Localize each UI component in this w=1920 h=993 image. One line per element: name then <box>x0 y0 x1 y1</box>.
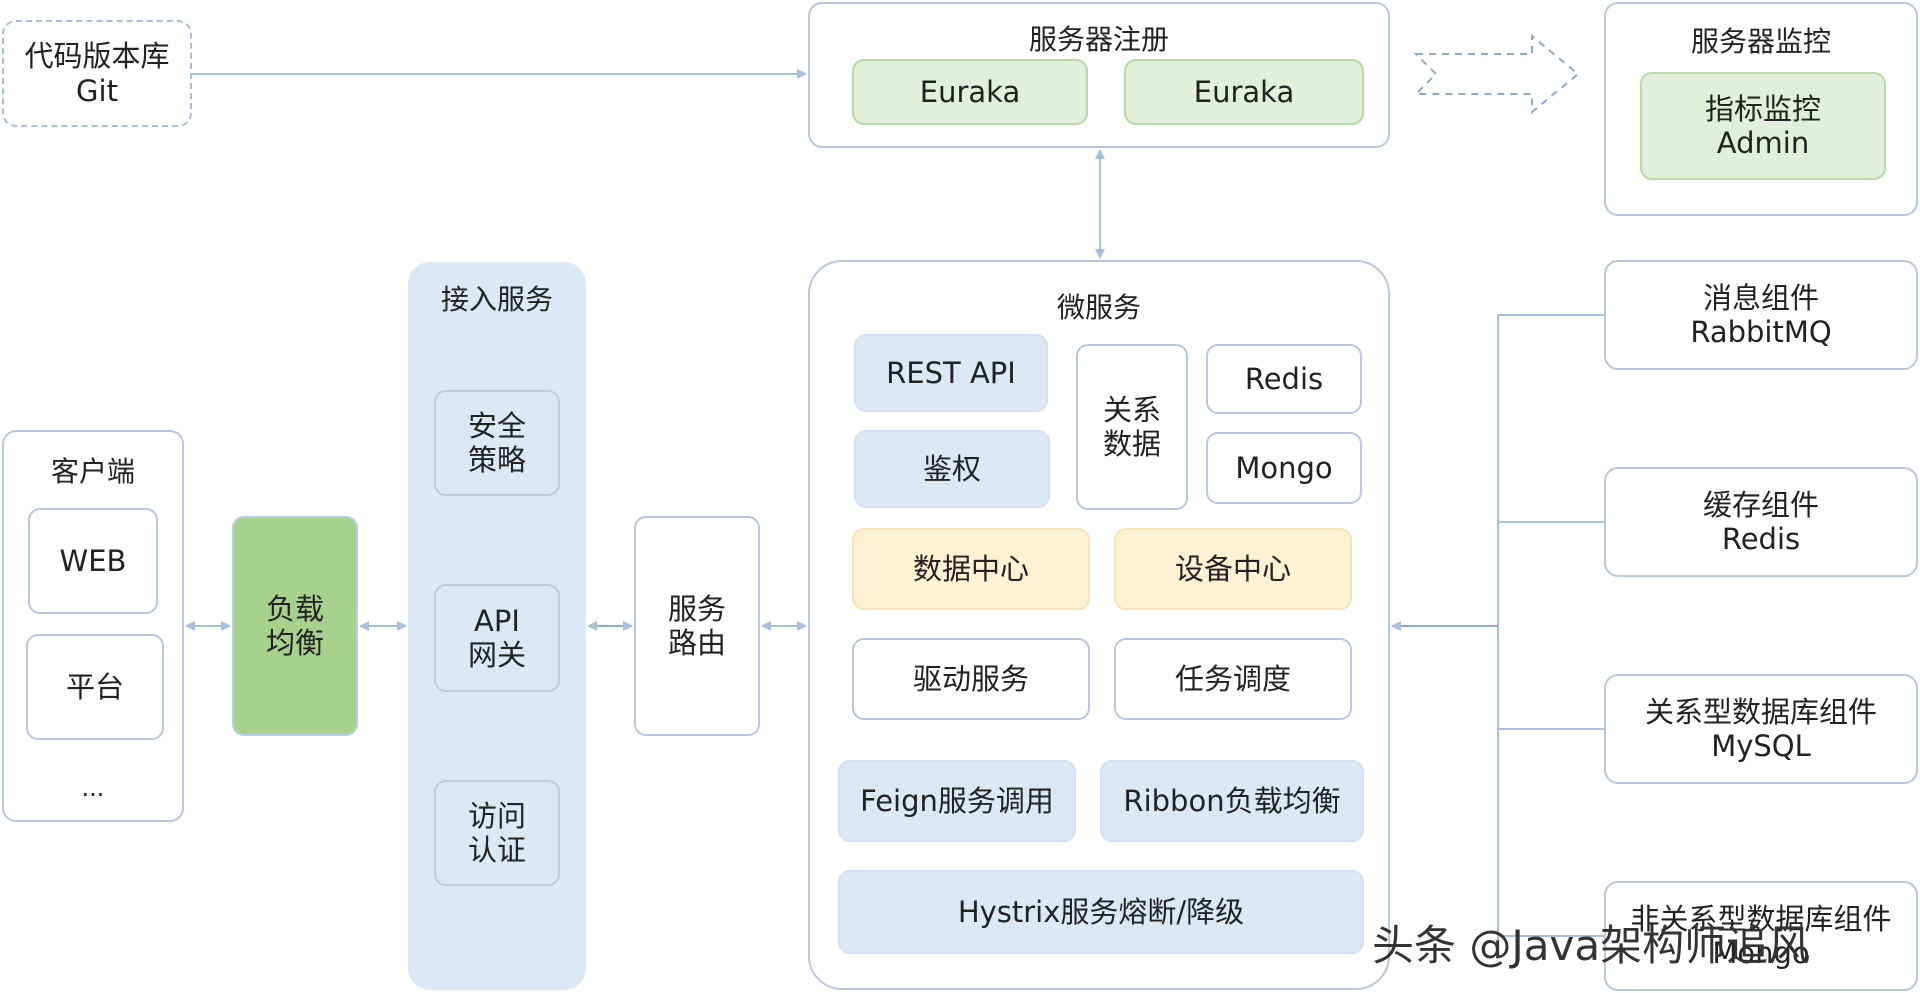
nosql-component-tech: Mongo <box>1712 936 1810 970</box>
metrics-monitor-label: 指标监控 <box>1704 91 1821 126</box>
api-gateway-line1: API <box>474 603 520 638</box>
service-routing-box[interactable]: 服务 路由 <box>634 516 760 736</box>
code-repo-box[interactable]: 代码版本库 Git <box>2 20 192 127</box>
cache-component-tech: Redis <box>1721 522 1801 556</box>
client-title: 客户端 <box>50 455 135 488</box>
eureka-node-2[interactable]: Euraka <box>1124 59 1364 125</box>
message-component-tech: RabbitMQ <box>1690 315 1832 349</box>
driver-service-box[interactable]: 驱动服务 <box>852 638 1090 720</box>
load-balance-box[interactable]: 负载 均衡 <box>232 516 358 736</box>
load-balance-line1: 负载 <box>265 591 324 626</box>
security-policy-line2: 策略 <box>467 443 526 477</box>
data-center-box[interactable]: 数据中心 <box>852 528 1090 610</box>
load-balance-line2: 均衡 <box>265 626 324 660</box>
code-repo-label: 代码版本库 <box>24 39 170 74</box>
access-auth-line2: 认证 <box>467 833 526 867</box>
client-web[interactable]: WEB <box>28 508 158 614</box>
authz-label: 鉴权 <box>922 451 981 486</box>
nosql-component-label: 非关系型数据库组件 <box>1630 901 1892 936</box>
task-scheduler-label: 任务调度 <box>1174 661 1291 696</box>
security-policy-line1: 安全 <box>467 408 526 443</box>
api-gateway-box[interactable]: API 网关 <box>434 584 560 692</box>
message-component-box[interactable]: 消息组件 RabbitMQ <box>1604 260 1918 370</box>
client-platform-label: 平台 <box>65 669 124 704</box>
client-platform[interactable]: 平台 <box>26 634 164 740</box>
security-policy-box[interactable]: 安全 策略 <box>434 390 560 496</box>
mongo-box[interactable]: Mongo <box>1206 432 1362 504</box>
cache-component-label: 缓存组件 <box>1702 487 1819 522</box>
redis-box[interactable]: Redis <box>1206 344 1362 414</box>
access-service-title: 接入服务 <box>440 283 553 316</box>
metrics-monitor-box[interactable]: 指标监控 Admin <box>1640 72 1886 180</box>
hystrix-box[interactable]: Hystrix服务熔断/降级 <box>838 870 1364 954</box>
rdb-component-label: 关系型数据库组件 <box>1644 694 1877 729</box>
metrics-monitor-tech: Admin <box>1716 126 1810 160</box>
rest-api-box[interactable]: REST API <box>854 334 1048 412</box>
service-monitor-box[interactable]: 服务器监控 指标监控 Admin <box>1604 2 1918 216</box>
hystrix-label: Hystrix服务熔断/降级 <box>957 894 1245 929</box>
eureka-node-1[interactable]: Euraka <box>852 59 1088 125</box>
client-more-label: ... <box>81 773 105 802</box>
nosql-component-box[interactable]: 非关系型数据库组件 Mongo <box>1604 881 1918 991</box>
ribbon-label: Ribbon负载均衡 <box>1123 783 1341 818</box>
relational-data-box[interactable]: 关系 数据 <box>1076 344 1188 510</box>
mongo-label: Mongo <box>1235 450 1333 485</box>
access-auth-box[interactable]: 访问 认证 <box>434 780 560 886</box>
eureka-node-1-label: Euraka <box>919 74 1021 109</box>
api-gateway-line2: 网关 <box>467 638 526 672</box>
access-auth-line1: 访问 <box>467 798 526 833</box>
rdb-component-tech: MySQL <box>1711 729 1811 763</box>
service-registry-box[interactable]: 服务器注册 Euraka Euraka <box>808 2 1390 148</box>
feign-label: Feign服务调用 <box>860 783 1054 818</box>
rdb-component-box[interactable]: 关系型数据库组件 MySQL <box>1604 674 1918 784</box>
driver-service-label: 驱动服务 <box>912 661 1029 696</box>
registry-to-monitor-arrow <box>1413 33 1580 115</box>
feign-box[interactable]: Feign服务调用 <box>838 760 1076 842</box>
device-center-box[interactable]: 设备中心 <box>1114 528 1352 610</box>
service-routing-line1: 服务 <box>667 591 726 626</box>
service-registry-title: 服务器注册 <box>1028 23 1169 56</box>
microservice-box[interactable]: 微服务 REST API 鉴权 关系 数据 Redis Mongo 数据中心 设… <box>808 260 1390 990</box>
redis-label: Redis <box>1244 361 1324 396</box>
microservice-title: 微服务 <box>1056 291 1141 324</box>
code-repo-tech: Git <box>76 73 118 108</box>
ribbon-box[interactable]: Ribbon负载均衡 <box>1100 760 1364 842</box>
cache-component-box[interactable]: 缓存组件 Redis <box>1604 467 1918 577</box>
client-web-label: WEB <box>59 543 127 578</box>
eureka-node-2-label: Euraka <box>1193 74 1295 109</box>
message-component-label: 消息组件 <box>1702 280 1819 315</box>
relational-data-line2: 数据 <box>1102 427 1161 461</box>
watermark-text: 头条 @Java架构师追风 <box>1372 921 1811 970</box>
service-routing-line2: 路由 <box>667 626 726 660</box>
access-service-panel[interactable]: 接入服务 安全 策略 API 网关 访问 认证 <box>408 262 586 990</box>
relational-data-line1: 关系 <box>1102 392 1161 427</box>
data-center-label: 数据中心 <box>912 551 1029 586</box>
client-box[interactable]: 客户端 WEB 平台 ... <box>2 430 184 822</box>
device-center-label: 设备中心 <box>1174 551 1291 586</box>
task-scheduler-box[interactable]: 任务调度 <box>1114 638 1352 720</box>
authz-box[interactable]: 鉴权 <box>854 430 1050 508</box>
client-more: ... <box>4 768 182 808</box>
service-monitor-title: 服务器监控 <box>1690 25 1831 58</box>
rest-api-label: REST API <box>886 355 1016 390</box>
